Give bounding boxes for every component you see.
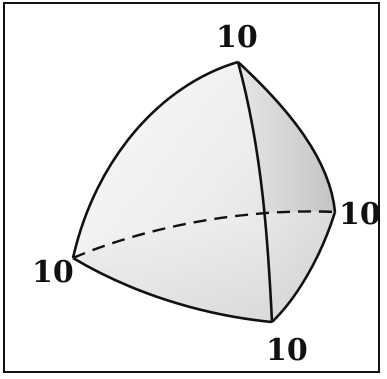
edge-left-bottom: [72, 256, 273, 324]
vertex-label-left: 10: [32, 255, 74, 290]
edge-hidden-left-right: [72, 210, 336, 260]
vertex-label-top: 10: [216, 20, 258, 55]
vertex-label-right: 10: [339, 197, 381, 232]
edge-top-bottom: [236, 61, 274, 323]
vertex-label-bottom: 10: [266, 333, 308, 368]
edge-top-left: [71, 60, 239, 259]
edge-top-right: [237, 61, 337, 213]
edge-right-bottom: [271, 211, 337, 323]
